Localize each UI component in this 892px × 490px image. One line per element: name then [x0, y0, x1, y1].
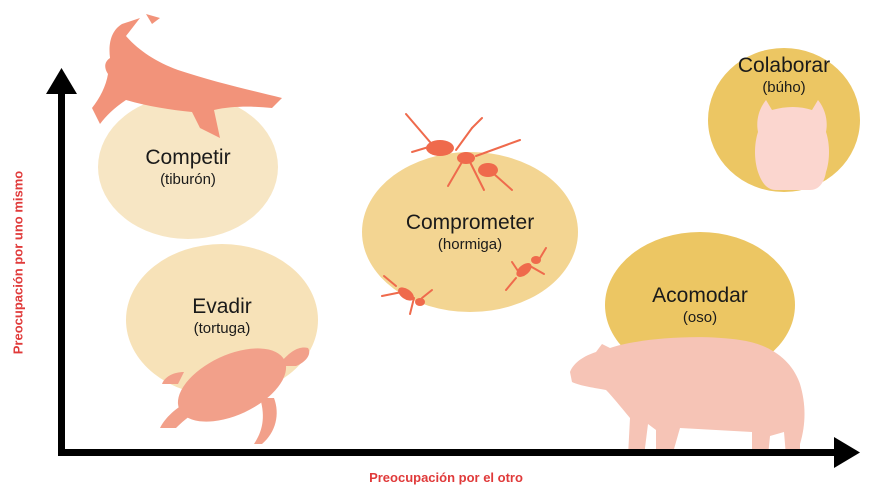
evadir-animal: (tortuga): [172, 319, 272, 339]
acomodar-animal: (oso): [645, 308, 755, 328]
comprometer-label: Comprometer (hormiga): [395, 211, 545, 255]
x-axis-label: Preocupación por el otro: [0, 470, 892, 485]
evadir-name: Evadir: [172, 295, 272, 319]
y-axis: [58, 88, 65, 454]
comprometer-animal: (hormiga): [395, 235, 545, 255]
competir-name: Competir: [138, 146, 238, 170]
acomodar-label: Acomodar (oso): [645, 284, 755, 328]
colaborar-name: Colaborar: [734, 54, 834, 78]
x-axis: [58, 449, 844, 456]
evadir-label: Evadir (tortuga): [172, 295, 272, 339]
colaborar-animal: (búho): [734, 78, 834, 98]
y-axis-arrow: [46, 68, 77, 94]
colaborar-label: Colaborar (búho): [734, 54, 834, 98]
y-axis-label: Preocupación por uno mismo: [11, 113, 26, 413]
owl-icon: [755, 100, 829, 190]
acomodar-name: Acomodar: [645, 284, 755, 308]
competir-animal: (tiburón): [138, 170, 238, 190]
x-axis-arrow: [834, 437, 860, 468]
bear-icon: [570, 337, 805, 456]
comprometer-name: Comprometer: [395, 211, 545, 235]
competir-label: Competir (tiburón): [138, 146, 238, 190]
